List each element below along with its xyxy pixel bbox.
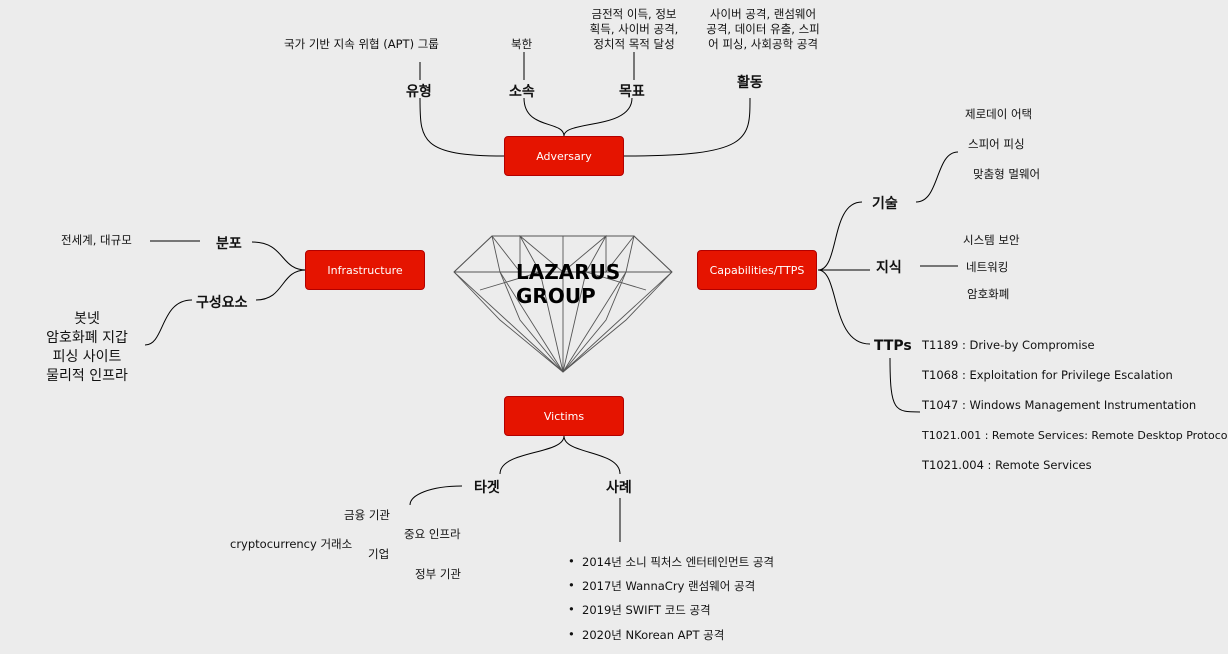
victims-target-item: 중요 인프라 bbox=[404, 527, 461, 541]
edge-adversary-activity bbox=[623, 97, 751, 157]
victims-case-item: 2017년 WannaCry 랜섬웨어 공격 bbox=[568, 578, 755, 594]
adversary-goal-label: 목표 bbox=[619, 84, 645, 100]
capabilities-node[interactable]: Capabilities/TTPS bbox=[697, 250, 817, 290]
adversary-affiliation-label: 소속 bbox=[509, 84, 535, 100]
infrastructure-node[interactable]: Infrastructure bbox=[305, 250, 425, 290]
edge-victims-cases bbox=[563, 435, 621, 475]
edge-target-items bbox=[409, 485, 463, 506]
infra-distribution-value: 전세계, 대규모 bbox=[61, 233, 132, 247]
edge-cap-tech bbox=[817, 201, 863, 271]
adversary-type-label: 유형 bbox=[406, 84, 432, 100]
edge-tech-items bbox=[915, 151, 959, 203]
cap-knowledge-item: 암호화폐 bbox=[967, 287, 1010, 301]
victims-case-item: 2014년 소니 픽처스 엔터테인먼트 공격 bbox=[568, 554, 774, 570]
adversary-type-value: 국가 기반 지속 위협 (APT) 그룹 bbox=[284, 37, 439, 51]
edge-infra-components bbox=[255, 269, 307, 301]
edge-infra-distribution bbox=[251, 241, 307, 271]
victims-target-item: 기업 bbox=[368, 547, 390, 561]
cap-ttps-item: T1068 : Exploitation for Privilege Escal… bbox=[922, 368, 1173, 382]
victims-target-item: 정부 기관 bbox=[415, 567, 461, 581]
victims-target-item: cryptocurrency 거래소 bbox=[230, 537, 353, 551]
edge-components-value bbox=[144, 299, 193, 346]
diamond-icon bbox=[453, 235, 673, 373]
cap-tech-item: 맞춤형 멀웨어 bbox=[973, 167, 1041, 181]
infra-components-label: 구성요소 bbox=[196, 295, 248, 311]
cap-ttps-item: T1047 : Windows Management Instrumentati… bbox=[922, 398, 1197, 412]
victims-case-item: 2019년 SWIFT 코드 공격 bbox=[568, 602, 711, 618]
infra-distribution-label: 분포 bbox=[216, 236, 242, 252]
victims-node[interactable]: Victims bbox=[504, 396, 624, 436]
center-title-line2: GROUP bbox=[516, 284, 596, 308]
cap-knowledge-item: 시스템 보안 bbox=[963, 233, 1020, 247]
adversary-activity-label: 활동 bbox=[737, 75, 763, 91]
cap-tech-item: 스피어 피싱 bbox=[968, 137, 1025, 151]
edge-victims-target bbox=[499, 435, 565, 475]
edge-adversary-goal bbox=[563, 97, 633, 137]
victims-target-item: 금융 기관 bbox=[344, 508, 390, 522]
cap-tech-item: 제로데이 어택 bbox=[965, 107, 1033, 121]
cap-ttps-item: T1021.001 : Remote Services: Remote Desk… bbox=[922, 429, 1228, 442]
cap-knowledge-label: 지식 bbox=[876, 260, 902, 276]
cap-knowledge-item: 네트워킹 bbox=[966, 260, 1009, 274]
edge-adversary-affiliation bbox=[523, 97, 565, 137]
center-title: LAZARUS GROUP bbox=[516, 260, 620, 308]
center-title-line1: LAZARUS bbox=[516, 260, 621, 284]
victims-cases-label: 사례 bbox=[606, 480, 632, 496]
edge-cap-ttps bbox=[817, 269, 871, 345]
edge-ttps-items bbox=[889, 357, 921, 413]
adversary-node[interactable]: Adversary bbox=[504, 136, 624, 176]
adversary-activity-value: 사이버 공격, 랜섬웨어 공격, 데이터 유출, 스피 어 피싱, 사회공학 공… bbox=[706, 7, 820, 51]
adversary-goal-value: 금전적 이득, 정보 획득, 사이버 공격, 정치적 목적 달성 bbox=[589, 7, 679, 51]
cap-ttps-label: TTPs bbox=[874, 338, 912, 354]
victims-case-item: 2020년 NKorean APT 공격 bbox=[568, 627, 724, 643]
victims-target-label: 타겟 bbox=[474, 480, 500, 496]
adversary-affiliation-value: 북한 bbox=[511, 37, 533, 51]
infra-components-value: 봇넷 암호화폐 지갑 피싱 사이트 물리적 인프라 bbox=[46, 311, 128, 384]
cap-tech-label: 기술 bbox=[872, 196, 898, 212]
edge-adversary-type bbox=[419, 97, 505, 157]
cap-ttps-item: T1021.004 : Remote Services bbox=[922, 458, 1092, 472]
cap-ttps-item: T1189 : Drive-by Compromise bbox=[922, 338, 1095, 352]
